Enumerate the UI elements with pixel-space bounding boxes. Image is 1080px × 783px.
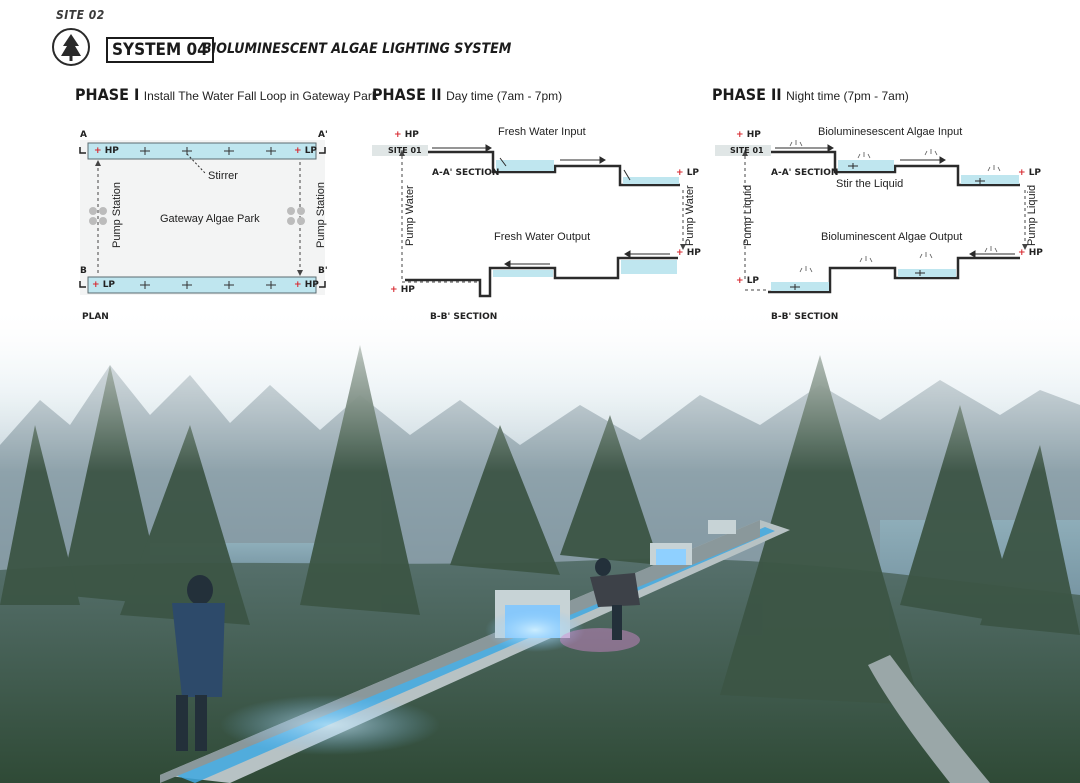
algae-input-label: Bioluminesescent Algae Input bbox=[818, 126, 963, 138]
system-number-box: SYSTEM 04 bbox=[106, 37, 214, 63]
phase1-label: PHASE I bbox=[75, 85, 140, 104]
night-rendering bbox=[0, 305, 1080, 783]
phase1-heading: PHASE I Install The Water Fall Loop in G… bbox=[75, 85, 378, 105]
stirrer-label: Stirrer bbox=[208, 170, 238, 182]
day-pump-left: Pump Water bbox=[404, 185, 416, 246]
night-lp-bottom: + LP bbox=[736, 276, 760, 286]
plan-lp-top: + LP bbox=[294, 146, 318, 156]
day-hp-bottom: + HP bbox=[390, 285, 415, 295]
day-section-aa: A-A' SECTION bbox=[432, 168, 500, 178]
pine-tree-icon bbox=[52, 28, 90, 66]
pump-station-right: Pump Station bbox=[315, 181, 327, 248]
day-hp-top: + HP bbox=[394, 130, 419, 140]
pump-station-left: Pump Station bbox=[111, 181, 123, 248]
corner-a: A bbox=[80, 130, 87, 140]
phase2-night-label: PHASE II bbox=[712, 85, 782, 104]
phase1-plan bbox=[79, 140, 326, 295]
phase2-night-subtitle: Night time (7pm - 7am) bbox=[786, 89, 909, 103]
night-pump-left: Pump Liquid bbox=[742, 184, 754, 246]
gateway-park-label: Gateway Algae Park bbox=[160, 213, 260, 225]
corner-b: B bbox=[80, 266, 87, 276]
stir-liquid-label: Stir the Liquid bbox=[836, 178, 904, 190]
phase1-subtitle: Install The Water Fall Loop in Gateway P… bbox=[143, 89, 378, 103]
night-section-bb: B-B' SECTION bbox=[771, 312, 839, 322]
plan-label: PLAN bbox=[82, 312, 109, 322]
algae-output-label: Bioluminescent Algae Output bbox=[821, 231, 963, 243]
phase2-day-section bbox=[372, 144, 686, 298]
phase2-day-label: PHASE II bbox=[372, 85, 442, 104]
phase2-day-heading: PHASE II Day time (7am - 7pm) bbox=[372, 85, 562, 105]
phase2-night-heading: PHASE II Night time (7pm - 7am) bbox=[712, 85, 909, 105]
plan-lp-bottom: + LP bbox=[92, 280, 116, 290]
corner-b-prime: B' bbox=[318, 266, 328, 276]
site-label: SITE 02 bbox=[56, 8, 105, 22]
plan-hp-bottom: + HP bbox=[294, 280, 319, 290]
day-lp-right: + LP bbox=[676, 168, 700, 178]
phase2-day-subtitle: Day time (7am - 7pm) bbox=[446, 89, 563, 103]
day-pump-right: Pump Water bbox=[684, 185, 696, 246]
plan-hp-top: + HP bbox=[94, 146, 119, 156]
corner-a-prime: A' bbox=[318, 130, 328, 140]
night-pump-right: Pump Liquid bbox=[1026, 184, 1038, 246]
system-title: BIOLUMINESCENT ALGAE LIGHTING SYSTEM bbox=[202, 41, 512, 57]
night-hp-top: + HP bbox=[736, 130, 761, 140]
phase2-night-section bbox=[715, 140, 1028, 294]
night-hp-right: + HP bbox=[1018, 248, 1043, 258]
day-hp-right: + HP bbox=[676, 248, 701, 258]
day-site-tag: SITE 01 bbox=[388, 146, 422, 155]
night-section-aa: A-A' SECTION bbox=[771, 168, 839, 178]
fresh-water-output-label: Fresh Water Output bbox=[494, 231, 591, 243]
fresh-water-input-label: Fresh Water Input bbox=[498, 126, 586, 138]
night-lp-right: + LP bbox=[1018, 168, 1042, 178]
day-section-bb: B-B' SECTION bbox=[430, 312, 498, 322]
night-site-tag: SITE 01 bbox=[730, 146, 764, 155]
system-diagram bbox=[52, 28, 1028, 298]
